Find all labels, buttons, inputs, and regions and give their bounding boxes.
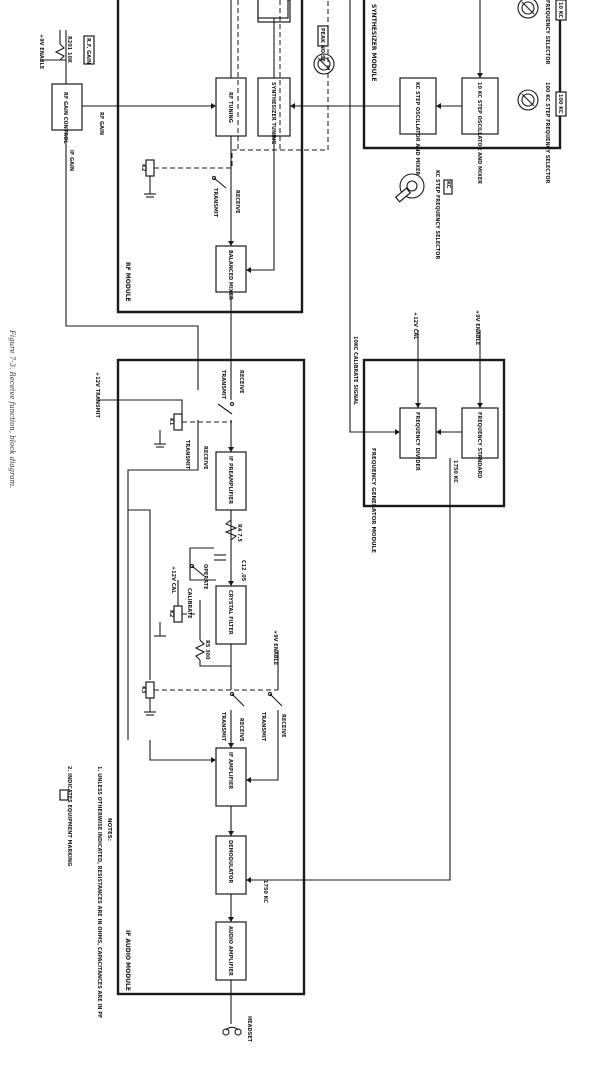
svg-text:RECEIVE: RECEIVE — [234, 190, 240, 214]
svg-text:100 KC: 100 KC — [557, 94, 563, 114]
100kc-step-knob-icon — [517, 89, 539, 111]
svg-text:FREQUENCY STANDARD: FREQUENCY STANDARD — [476, 412, 482, 478]
if-audio-module-title: IF AUDIO MODULE — [124, 930, 131, 991]
svg-text:HEADSET: HEADSET — [246, 1016, 252, 1043]
svg-text:TRANSMIT: TRANSMIT — [220, 712, 226, 742]
synth-module-title: SYNTHESIZER MODULE — [370, 4, 377, 81]
demodulator-block: DEMODULATOR — [215, 835, 247, 895]
note-1: 1. UNLESS OTHERWISE INDICATED, RESISTANC… — [96, 766, 102, 1018]
rf-module-title: RF MODULE — [124, 262, 131, 302]
rf-module-box — [116, 0, 304, 314]
svg-text:R5 300: R5 300 — [204, 640, 210, 660]
svg-text:K3: K3 — [140, 686, 146, 694]
svg-text:K2: K2 — [168, 610, 174, 618]
svg-text:1750 KC: 1750 KC — [262, 880, 268, 903]
svg-text:OPERATE: OPERATE — [202, 564, 208, 590]
freq-gen-module-box — [362, 358, 506, 508]
svg-text:CRYSTAL FILTER: CRYSTAL FILTER — [227, 590, 233, 635]
balanced-mixer-block: BALANCED MIXER — [215, 245, 247, 300]
svg-text:TRANSMIT: TRANSMIT — [260, 712, 266, 742]
freq-standard-block: FREQUENCY STANDARD — [461, 407, 499, 478]
svg-text:10KC CALIBRATE SIGNAL: 10KC CALIBRATE SIGNAL — [352, 336, 358, 406]
svg-text:+9V ENABLE: +9V ENABLE — [474, 310, 480, 346]
switch-contacts — [189, 175, 283, 707]
relay-k1 — [154, 413, 183, 448]
synthesizer-module-box — [362, 0, 562, 150]
svg-text:C12 .05: C12 .05 — [240, 560, 246, 582]
if-preamp-block: IF PREAMPLIFIER — [215, 451, 247, 511]
signal-lines — [40, 0, 483, 1018]
svg-text:R.F. GAIN: R.F. GAIN — [85, 38, 91, 64]
svg-text:IF PREAMPLIFIER: IF PREAMPLIFIER — [227, 456, 233, 504]
svg-text:IF AMPLIFIER: IF AMPLIFIER — [227, 752, 233, 789]
relay-k2-if — [154, 605, 183, 637]
figure-caption: Figure 7-3. Receive function, block diag… — [8, 329, 16, 488]
if-amplifier-block: IF AMPLIFIER — [215, 747, 247, 807]
if-audio-module-box — [116, 358, 306, 996]
svg-text:RECEIVE: RECEIVE — [280, 714, 286, 738]
rf-gain-control-block: RF GAIN CONTROL — [51, 83, 83, 144]
svg-text:+9V ENABLE: +9V ENABLE — [272, 630, 278, 666]
svg-text:KC STEP OSCILLATOR AND MIXER: KC STEP OSCILLATOR AND MIXER — [414, 82, 420, 175]
svg-text:10 KC: 10 KC — [557, 2, 563, 18]
10kc-step-knob-icon — [517, 0, 539, 19]
svg-text:100 KC STEP FREQUENCY SELECTOR: 100 KC STEP FREQUENCY SELECTOR — [544, 82, 550, 184]
svg-text:FREQUENCY SELECTOR: FREQUENCY SELECTOR — [544, 0, 550, 65]
relay-dashed-links — [154, 0, 329, 691]
svg-text:RF GAIN: RF GAIN — [98, 112, 104, 135]
svg-text:1750 KC: 1750 KC — [452, 460, 458, 483]
svg-text:TRANSMIT: TRANSMIT — [212, 188, 218, 218]
svg-text:RF TUNING: RF TUNING — [227, 92, 233, 123]
freq-divider-block: FREQUENCY DIVIDER — [399, 407, 437, 471]
headset-icon — [222, 1018, 242, 1036]
svg-text:SYNTHESIZER TUNING: SYNTHESIZER TUNING — [270, 82, 276, 144]
kc-step-knob-icon — [394, 173, 425, 203]
svg-text:R4 7.5: R4 7.5 — [236, 524, 242, 542]
svg-text:+12V CAL: +12V CAL — [412, 312, 418, 340]
potentiometer-r201 — [54, 30, 65, 61]
top-left-box — [257, 0, 289, 19]
svg-text:+12V CAL: +12V CAL — [170, 566, 176, 594]
svg-text:RECEIVE: RECEIVE — [238, 718, 244, 742]
rf-tuning-block: RF TUNING — [215, 77, 247, 137]
svg-text:RECEIVE: RECEIVE — [202, 446, 208, 470]
svg-text:IF GAIN: IF GAIN — [68, 150, 74, 171]
synthesizer-tuning-block: SYNTHESIZER TUNING — [257, 77, 291, 144]
svg-text:10 KC STEP OSCILLATOR AND MIXE: 10 KC STEP OSCILLATOR AND MIXER — [476, 82, 482, 184]
labels: R.F. GAIN R201 10K +9V ENABLE RF GAIN IF… — [38, 0, 563, 1043]
svg-text:PEAK NOISE: PEAK NOISE — [319, 28, 325, 62]
svg-text:+9V ENABLE: +9V ENABLE — [38, 34, 44, 70]
peak-noise-knob-icon — [313, 53, 335, 75]
svg-text:KC STEP FREQUENCY SELECTOR: KC STEP FREQUENCY SELECTOR — [434, 170, 440, 259]
svg-text:TRANSMIT: TRANSMIT — [220, 370, 226, 400]
svg-text:DEMODULATOR: DEMODULATOR — [227, 840, 233, 883]
note-2: 2. INDICATES EQUIPMENT MARKING — [66, 766, 72, 866]
svg-text:FREQUENCY DIVIDER: FREQUENCY DIVIDER — [414, 412, 420, 471]
notes-title: NOTES: — [106, 818, 112, 841]
svg-text:RF GAIN CONTROL: RF GAIN CONTROL — [62, 92, 68, 144]
svg-text:R201 10K: R201 10K — [66, 36, 72, 64]
svg-text:AUDIO AMPLIFIER: AUDIO AMPLIFIER — [227, 926, 233, 976]
svg-text:TRANSMIT: TRANSMIT — [184, 440, 190, 470]
crystal-filter-block: CRYSTAL FILTER — [215, 585, 247, 645]
notes: NOTES: 1. UNLESS OTHERWISE INDICATED, RE… — [59, 766, 112, 1018]
equipment-marking-boxes — [83, 0, 567, 195]
svg-text:+12V TRANSMIT: +12V TRANSMIT — [94, 372, 100, 419]
audio-amplifier-block: AUDIO AMPLIFIER — [215, 921, 247, 981]
svg-text:BALANCED MIXER: BALANCED MIXER — [227, 250, 233, 300]
10kc-step-osc-block: 10 KC STEP OSCILLATOR AND MIXER — [461, 77, 499, 184]
svg-text:CALIBRATE: CALIBRATE — [186, 588, 192, 619]
freq-gen-module-title: FREQUENCY GENERATOR MODULE — [370, 448, 376, 553]
svg-text:K1: K1 — [168, 418, 174, 426]
svg-text:RECEIVE: RECEIVE — [238, 370, 244, 394]
kc-step-osc-block: KC STEP OSCILLATOR AND MIXER — [399, 77, 437, 175]
svg-text:K2: K2 — [140, 164, 146, 172]
svg-text:KC: KC — [445, 181, 451, 189]
